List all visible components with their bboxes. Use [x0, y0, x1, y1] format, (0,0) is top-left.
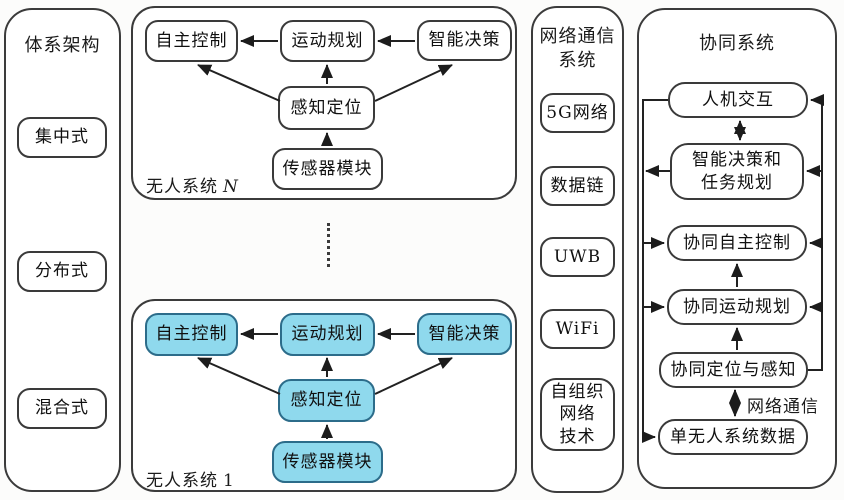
- sys1-node-autonomous-control: 自主控制: [145, 313, 238, 356]
- coop-node-motion-planning: 协同运动规划: [667, 289, 807, 325]
- coop-node-single-system-data: 单无人系统数据: [658, 419, 808, 455]
- sys1-node-motion-planning: 运动规划: [280, 313, 375, 356]
- sysn-node-intelligent-decision: 智能决策: [417, 20, 512, 61]
- system-n-label-suffix: N: [223, 177, 239, 197]
- architecture-item-hybrid: 混合式: [17, 388, 107, 429]
- network-item-5g: 5G网络: [540, 93, 615, 133]
- sysn-node-perception-localization: 感知定位: [278, 86, 375, 130]
- sysn-node-sensor-module: 传感器模块: [272, 148, 383, 190]
- sys1-node-perception-localization: 感知定位: [278, 379, 375, 422]
- sys1-node-intelligent-decision: 智能决策: [417, 313, 512, 355]
- network-comm-label: 网络通信: [747, 397, 819, 417]
- system-1-label-prefix: 无人系统: [146, 471, 218, 491]
- network-panel-title: 网络通信 系统: [539, 26, 616, 72]
- sysn-node-motion-planning: 运动规划: [280, 20, 375, 62]
- network-item-wifi: WiFi: [540, 309, 615, 349]
- system-n-label-prefix: 无人系统: [146, 177, 218, 197]
- network-item-datalink: 数据链: [540, 166, 615, 206]
- coop-node-decision-task-planning: 智能决策和 任务规划: [670, 143, 804, 200]
- coop-node-human-machine-interaction: 人机交互: [668, 82, 808, 118]
- network-item-uwb: UWB: [540, 237, 615, 277]
- network-item-adhoc: 自组织 网络 技术: [540, 378, 615, 451]
- cooperative-panel-title: 协同系统: [699, 33, 775, 54]
- sys1-node-sensor-module: 传感器模块: [272, 441, 383, 483]
- coop-node-autonomous-control: 协同自主控制: [667, 225, 807, 261]
- sysn-node-autonomous-control: 自主控制: [145, 20, 238, 62]
- system-1-label-suffix: 1: [223, 471, 235, 491]
- architecture-item-centralized: 集中式: [17, 117, 107, 158]
- architecture-item-distributed: 分布式: [17, 251, 107, 292]
- systems-ellipsis: [327, 223, 330, 267]
- architecture-panel-title: 体系架构: [24, 35, 101, 56]
- coop-node-localization-perception: 协同定位与感知: [659, 352, 808, 388]
